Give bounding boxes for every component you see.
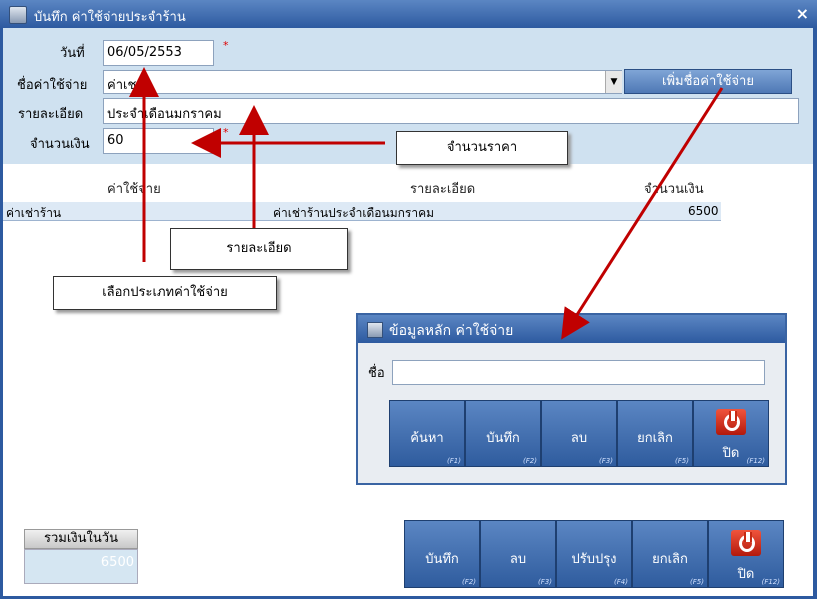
callout-price: จำนวนราคา: [396, 131, 568, 165]
date-label: วันที่: [60, 46, 85, 61]
sub-name-label: ชื่อ: [368, 366, 385, 381]
sub-dialog-icon: [367, 322, 383, 338]
sub-delete-button[interactable]: ลบ (F3): [541, 400, 617, 467]
table-row[interactable]: ค่าเช่าร้าน ค่าเช่าร้านประจำเดือนมกราคม …: [3, 202, 721, 221]
save-button[interactable]: บันทึก (F2): [404, 520, 480, 588]
window-border-bottom: [0, 596, 817, 599]
detail-field[interactable]: ประจำเดือนมกราคม: [103, 98, 799, 124]
window-title-bar: บันทึก ค่าใช้จ่ายประจำร้าน ×: [0, 0, 817, 28]
cell-detail: ค่าเช่าร้านประจำเดือนมกราคม: [273, 206, 435, 220]
cancel-label: ยกเลิก: [652, 552, 688, 567]
cancel-key: (F5): [690, 578, 704, 586]
chevron-down-icon[interactable]: ▼: [605, 71, 622, 93]
sub-close-key: (F12): [746, 457, 765, 465]
save-key: (F2): [462, 578, 476, 586]
sub-dialog-title: ข้อมูลหลัก ค่าใช้จ่าย: [389, 323, 514, 339]
amount-label: จำนวนเงิน: [30, 137, 90, 152]
close-key: (F12): [761, 578, 780, 586]
close-icon[interactable]: ×: [795, 4, 809, 23]
sub-save-button[interactable]: บันทึก (F2): [465, 400, 541, 467]
amount-required-mark: *: [223, 126, 229, 139]
expense-name-label: ชื่อค่าใช้จ่าย: [17, 78, 88, 93]
power-icon: [716, 409, 746, 435]
delete-key: (F3): [538, 578, 552, 586]
close-label: ปิด: [737, 567, 755, 582]
sub-delete-key: (F3): [599, 457, 613, 465]
sub-save-label: บันทึก: [486, 431, 520, 446]
daily-total-label: รวมเงินในวัน: [24, 529, 138, 549]
daily-total-value: 6500: [24, 549, 138, 584]
sub-delete-label: ลบ: [570, 431, 588, 446]
close-button[interactable]: ปิด (F12): [708, 520, 784, 588]
date-field[interactable]: 06/05/2553: [103, 40, 214, 66]
detail-label: รายละเอียด: [18, 107, 84, 122]
add-expense-name-button[interactable]: เพิ่มชื่อค่าใช้จ่าย: [624, 69, 792, 94]
update-button[interactable]: ปรับปรุง (F4): [556, 520, 632, 588]
sub-cancel-button[interactable]: ยกเลิก (F5): [617, 400, 693, 467]
sub-cancel-key: (F5): [675, 457, 689, 465]
callout-type: เลือกประเภทค่าใช้จ่าย: [53, 276, 277, 310]
update-label: ปรับปรุง: [571, 552, 617, 567]
column-header-expense: ค่าใช้จ่าย: [107, 182, 161, 197]
sub-search-button[interactable]: ค้นหา (F1): [389, 400, 465, 467]
power-icon: [731, 530, 761, 556]
sub-close-button[interactable]: ปิด (F12): [693, 400, 769, 467]
sub-search-key: (F1): [447, 457, 461, 465]
cell-expense: ค่าเช่าร้าน: [6, 206, 62, 220]
sub-close-label: ปิด: [722, 446, 740, 461]
window-title: บันทึก ค่าใช้จ่ายประจำร้าน: [34, 10, 186, 25]
sub-name-field[interactable]: [392, 360, 765, 385]
cell-amount: 6500: [688, 204, 719, 218]
sub-search-label: ค้นหา: [410, 431, 444, 446]
arrow-add-expense: [561, 87, 724, 340]
sub-save-key: (F2): [523, 457, 537, 465]
window-border-right: [813, 28, 817, 599]
date-required-mark: *: [223, 39, 229, 52]
save-label: บันทึก: [425, 552, 459, 567]
cancel-button[interactable]: ยกเลิก (F5): [632, 520, 708, 588]
column-header-detail: รายละเอียด: [410, 182, 476, 197]
table-header: ค่าใช้จ่าย รายละเอียด จำนวนเงิน: [3, 164, 721, 202]
delete-button[interactable]: ลบ (F3): [480, 520, 556, 588]
app-icon: [9, 6, 27, 24]
callout-detail: รายละเอียด: [170, 228, 348, 270]
expense-name-combo[interactable]: ค่าเช: [103, 70, 622, 94]
sub-cancel-label: ยกเลิก: [637, 431, 673, 446]
expense-name-value: ค่าเช: [107, 78, 137, 93]
window-border-left: [0, 28, 3, 599]
update-key: (F4): [614, 578, 628, 586]
delete-label: ลบ: [509, 552, 527, 567]
